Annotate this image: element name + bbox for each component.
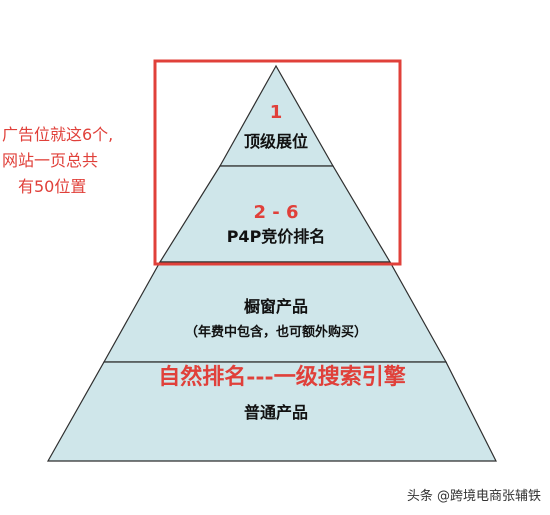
highlight-frame — [153, 59, 402, 266]
tier-second-label: P4P竞价排名 — [227, 227, 326, 246]
annotation-line-1: 广告位就这6个, — [2, 125, 113, 144]
tier-second-rank: 2 - 6 — [253, 202, 298, 223]
tier-bottom-label: 普通产品 — [244, 403, 308, 422]
tier-third-sublabel: （年费中包含，也可额外购买） — [185, 324, 367, 340]
tier-third-label: 橱窗产品 — [244, 297, 308, 316]
annotation-line-3: 有50位置 — [18, 177, 86, 196]
credit-watermark: 头条 @跨境电商张辅铁 — [407, 488, 541, 504]
natural-ranking-banner: 自然排名---一级搜索引擎 — [158, 364, 405, 390]
tier-top-label: 顶级展位 — [244, 132, 308, 151]
annotation-line-2: 网站一页总共 — [2, 151, 98, 170]
tier-top-rank: 1 — [270, 102, 283, 123]
pyramid-tier-bottom — [46, 361, 497, 462]
